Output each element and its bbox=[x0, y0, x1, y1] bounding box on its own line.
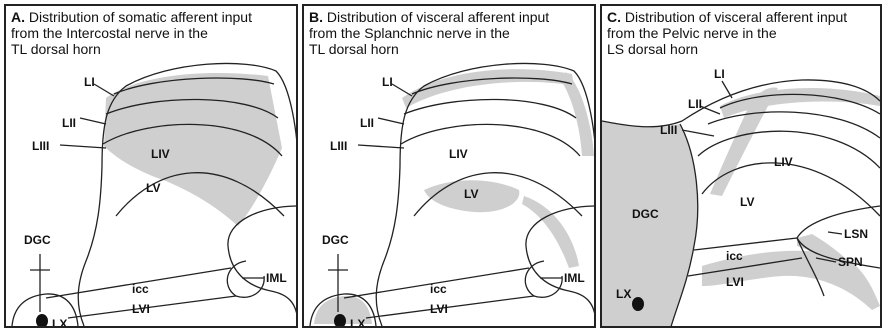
panel-b-label-lvi: LVI bbox=[430, 302, 448, 316]
panel-a-label-liv: LIV bbox=[151, 147, 170, 161]
panel-c-lsn-leader bbox=[828, 232, 842, 234]
panel-b-caption-line-3: TL dorsal horn bbox=[309, 41, 549, 57]
panel-b-label-icc: icc bbox=[430, 282, 447, 296]
panel-c: LI LII LIII LIV LV DGC icc LVI LSN SPN L… bbox=[600, 4, 882, 328]
panel-a-label-liii: LIII bbox=[32, 139, 49, 153]
panel-a-label-lvi: LVI bbox=[132, 302, 150, 316]
panel-b-label-lv: LV bbox=[464, 187, 478, 201]
panel-a-letter: A. bbox=[11, 9, 25, 25]
panel-b-label-dgc: DGC bbox=[322, 233, 349, 247]
panel-b-lateral-shading bbox=[562, 72, 594, 156]
panel-c-label-liii: LIII bbox=[660, 123, 677, 137]
panel-a-label-iml: IML bbox=[266, 271, 287, 285]
panel-c-label-lv: LV bbox=[740, 195, 754, 209]
panel-c-label-lvi: LVI bbox=[726, 275, 744, 289]
panel-c-label-lsn: LSN bbox=[844, 227, 868, 241]
panel-b-caption-line-1: Distribution of visceral afferent input bbox=[327, 9, 549, 25]
panel-a-label-lx: LX bbox=[52, 317, 67, 328]
panel-b-caption-line-2: from the Splanchnic nerve in the bbox=[309, 25, 549, 41]
panel-c-lii-leader bbox=[700, 106, 720, 114]
panel-b-caption: B. Distribution of visceral afferent inp… bbox=[309, 9, 549, 57]
panel-b-label-iml: IML bbox=[564, 271, 585, 285]
panel-a-li-leader bbox=[94, 84, 114, 96]
panel-b-lamina-ii-boundary bbox=[404, 99, 576, 118]
panel-c-caption-line-2: from the Pelvic nerve in the bbox=[607, 25, 847, 41]
panel-c-label-dgc: DGC bbox=[632, 207, 659, 221]
panel-c-lx-dot bbox=[632, 297, 644, 311]
panel-b-lamina-iii-boundary bbox=[401, 124, 580, 156]
panel-c-label-icc: icc bbox=[726, 249, 743, 263]
panel-b-label-lx: LX bbox=[350, 317, 365, 328]
panel-a-liii-leader bbox=[60, 145, 106, 148]
panel-a-label-icc: icc bbox=[132, 282, 149, 296]
panel-a-lii-leader bbox=[80, 118, 106, 124]
panel-a-caption-line-2: from the Intercostal nerve in the bbox=[11, 25, 252, 41]
panel-c-label-spn: SPN bbox=[838, 255, 863, 269]
panel-c-lamina-ii-boundary bbox=[708, 112, 880, 138]
panel-a-iml-outline bbox=[227, 261, 264, 297]
panel-a: LI LII LIII LIV LV DGC icc LVI IML LX A.… bbox=[4, 4, 298, 328]
panel-b-label-liv: LIV bbox=[449, 147, 468, 161]
panel-c-caption-line-1: Distribution of visceral afferent input bbox=[625, 9, 847, 25]
panel-b-liii-leader bbox=[358, 145, 404, 148]
panel-a-caption-line-3: TL dorsal horn bbox=[11, 41, 252, 57]
panel-a-caption-line-1: Distribution of somatic afferent input bbox=[29, 9, 252, 25]
panel-a-lateral-horn-outline bbox=[228, 206, 298, 326]
panel-a-afferent-shading bbox=[104, 73, 282, 226]
panel-a-caption: A. Distribution of somatic afferent inpu… bbox=[11, 9, 252, 57]
panel-c-icc-upper bbox=[694, 238, 797, 250]
panel-b-ventral-shading bbox=[522, 196, 579, 268]
panel-c-liii-leader bbox=[682, 130, 714, 136]
panel-c-caption: C. Distribution of visceral afferent inp… bbox=[607, 9, 847, 57]
panel-b-li-leader bbox=[392, 84, 412, 96]
panel-c-label-li: LI bbox=[714, 67, 725, 81]
panel-c-label-lii: LII bbox=[688, 97, 702, 111]
panel-b-label-li: LI bbox=[382, 75, 393, 89]
panel-a-lx-dot bbox=[36, 314, 48, 328]
panel-a-label-li: LI bbox=[84, 75, 95, 89]
panel-c-label-liv: LIV bbox=[774, 155, 793, 169]
panel-a-label-lii: LII bbox=[62, 116, 76, 130]
panel-b-label-lii: LII bbox=[360, 116, 374, 130]
panel-b-icc-lower bbox=[366, 296, 534, 318]
panel-b-lx-dot bbox=[334, 314, 346, 328]
panel-a-icc-lower bbox=[68, 296, 236, 318]
panel-c-li-leader bbox=[722, 81, 732, 98]
panel-c-caption-line-3: LS dorsal horn bbox=[607, 41, 847, 57]
panel-b: LI LII LIII LIV LV DGC icc LVI IML LX B.… bbox=[302, 4, 596, 328]
panel-c-letter: C. bbox=[607, 9, 621, 25]
panel-a-label-dgc: DGC bbox=[24, 233, 51, 247]
panel-c-label-lx: LX bbox=[616, 287, 631, 301]
panel-b-lii-leader bbox=[378, 118, 404, 124]
panel-b-label-liii: LIII bbox=[330, 139, 347, 153]
panel-b-letter: B. bbox=[309, 9, 323, 25]
panel-a-label-lv: LV bbox=[146, 181, 160, 195]
panel-b-iml-outline bbox=[525, 261, 562, 297]
